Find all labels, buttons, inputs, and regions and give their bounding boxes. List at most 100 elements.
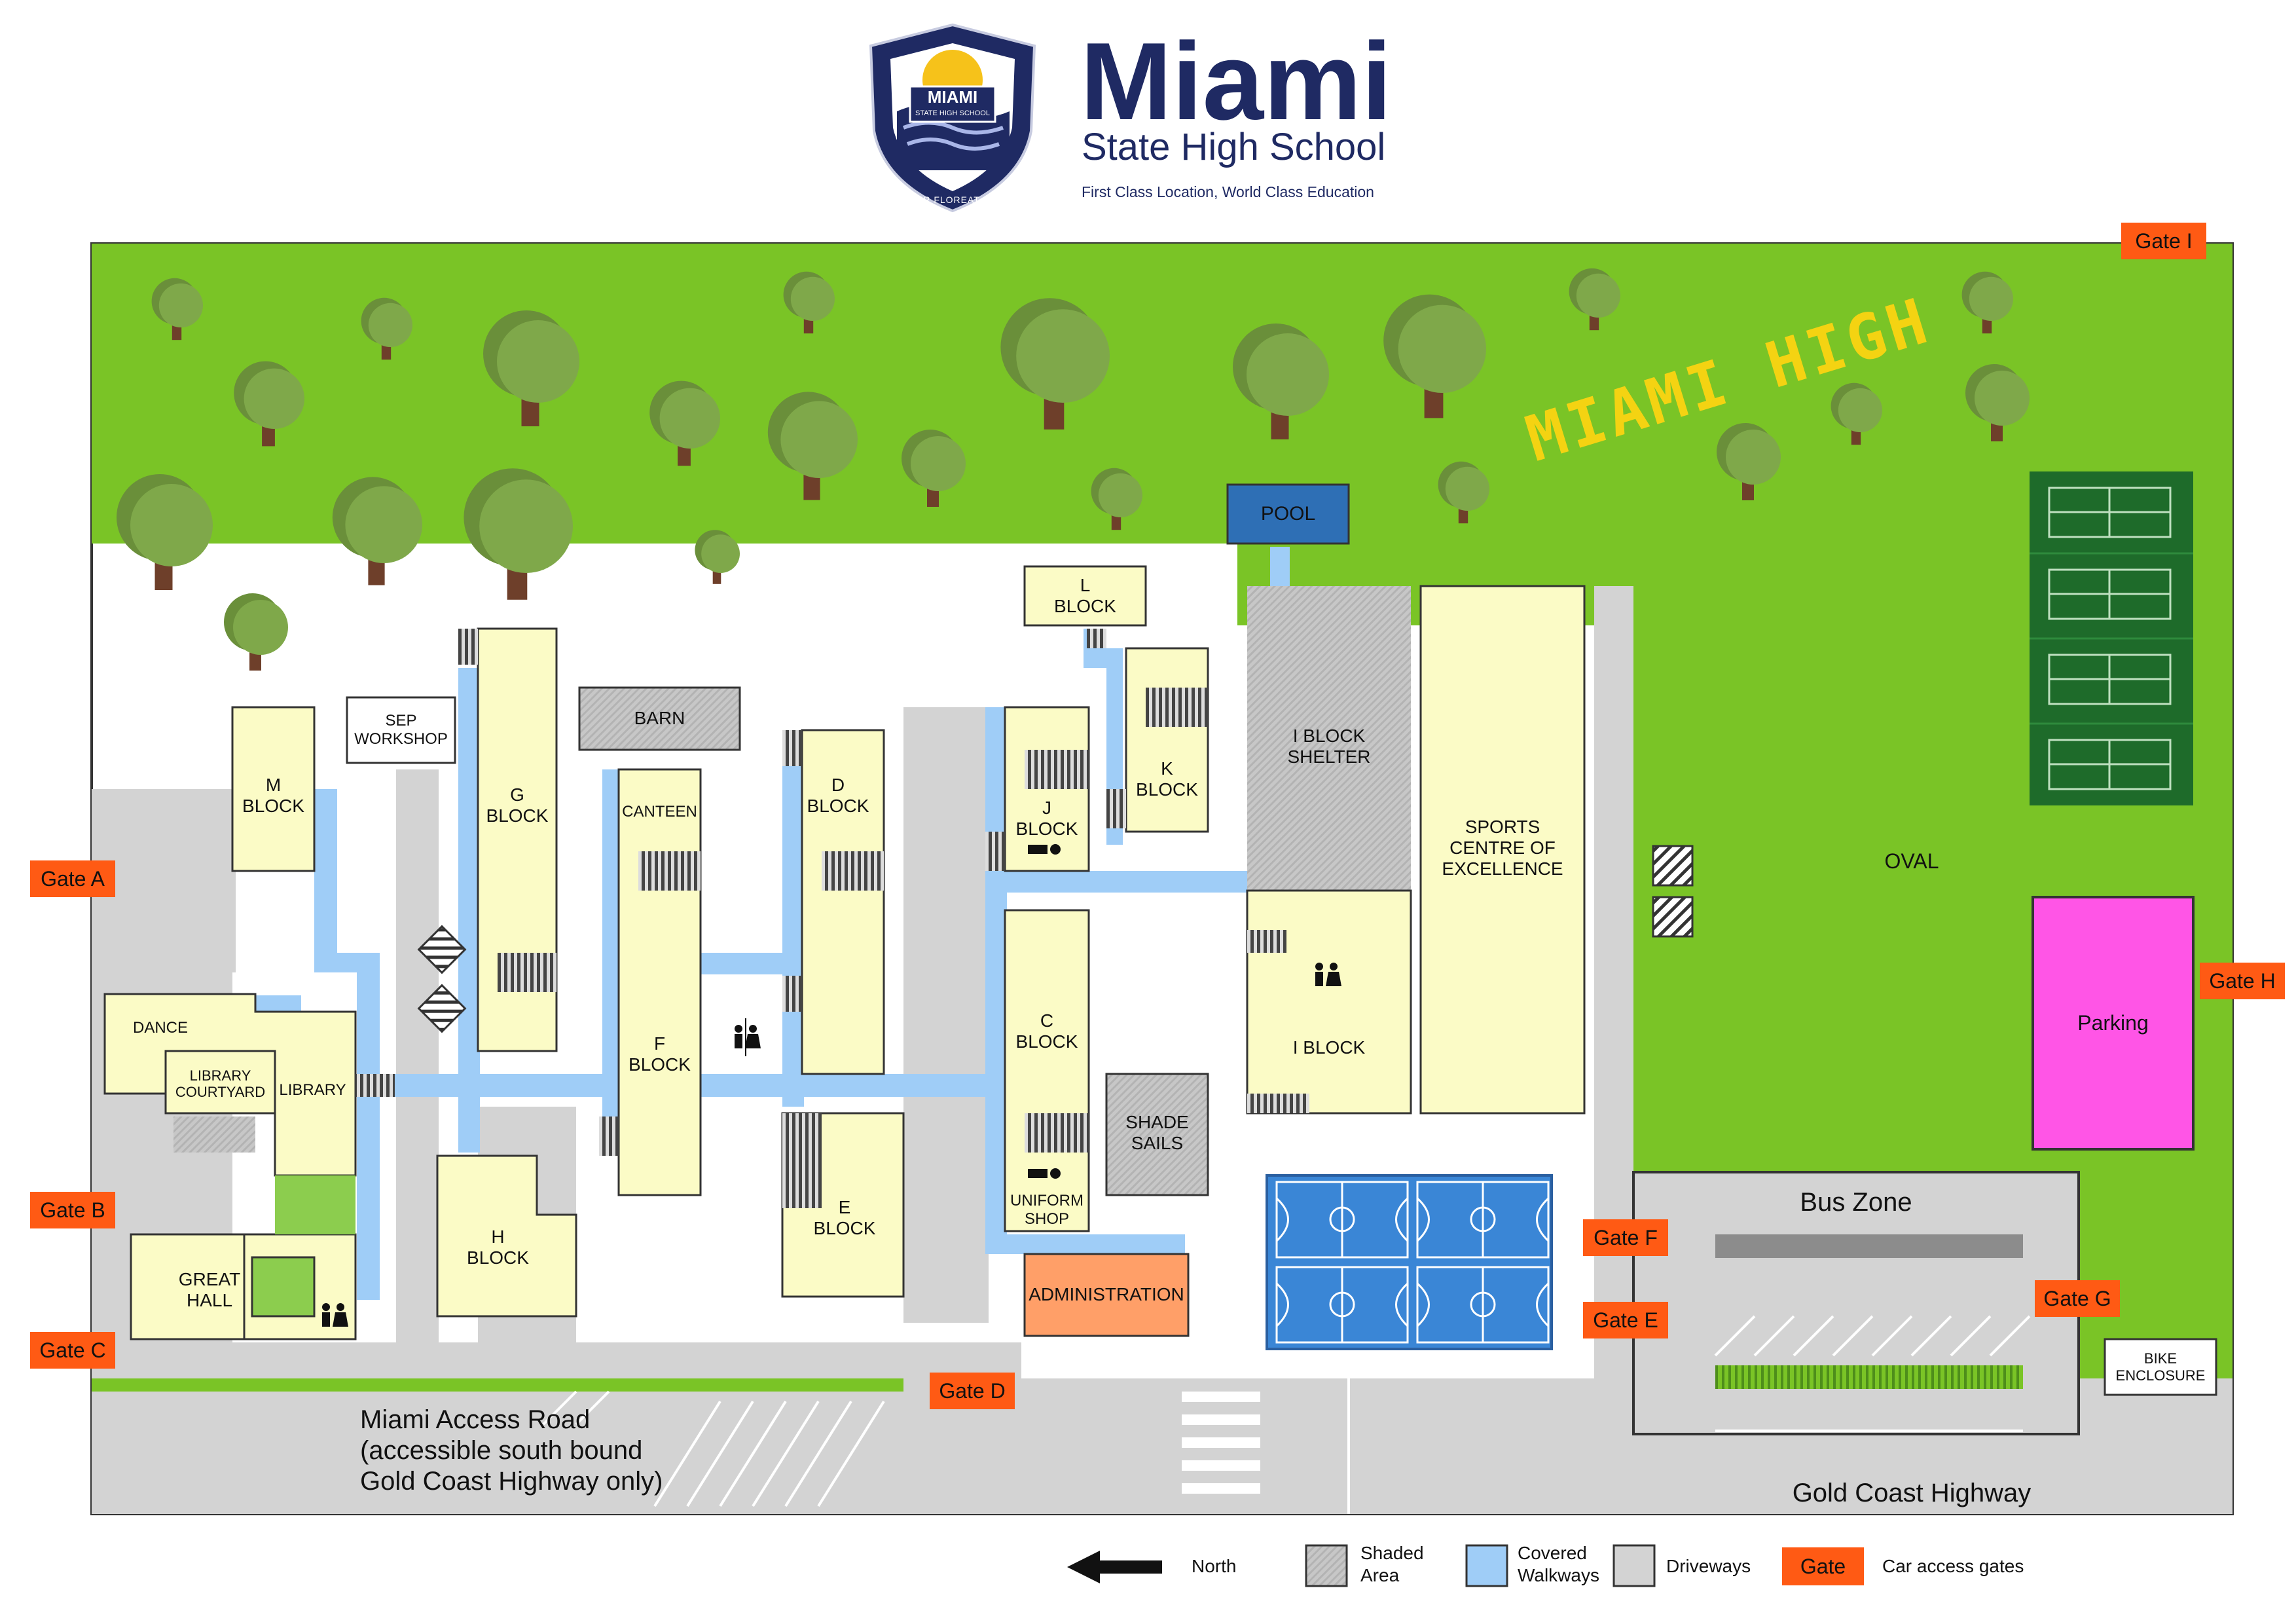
e-block-label[interactable]: E BLOCK bbox=[813, 1196, 876, 1238]
gate-c[interactable]: Gate C bbox=[30, 1332, 115, 1369]
m-block bbox=[231, 706, 316, 872]
pool-building bbox=[1226, 483, 1350, 545]
toilets-icon bbox=[322, 963, 1341, 1327]
driveway-west bbox=[92, 789, 236, 972]
sports-centre-label[interactable]: SPORTS CENTRE OF EXCELLENCE bbox=[1442, 816, 1563, 879]
k-block-label[interactable]: K BLOCK bbox=[1136, 758, 1198, 800]
i-block-label[interactable]: I BLOCK bbox=[1292, 1037, 1366, 1058]
gate-f[interactable]: Gate F bbox=[1583, 1219, 1668, 1256]
barn-shade bbox=[578, 686, 741, 751]
sports-centre bbox=[1419, 585, 1586, 1115]
basketball-courts bbox=[1266, 1174, 1553, 1350]
barn-label[interactable]: BARN bbox=[634, 708, 685, 729]
sep-workshop-label[interactable]: SEP WORKSHOP bbox=[354, 712, 448, 748]
hatch-marker-1 bbox=[1652, 845, 1694, 887]
administration-building bbox=[1023, 1253, 1190, 1337]
legend-gate-chip: Gate bbox=[1782, 1547, 1864, 1585]
green-strip-south bbox=[92, 1378, 903, 1392]
covered-walkways bbox=[249, 547, 1290, 1300]
library-courtyard-shade bbox=[173, 1116, 255, 1153]
canteen-label[interactable]: CANTEEN bbox=[622, 803, 697, 821]
north-arrow-icon bbox=[1067, 1551, 1162, 1583]
l-block bbox=[1023, 565, 1147, 627]
pool-label[interactable]: POOL bbox=[1260, 502, 1316, 525]
great-hall-green bbox=[251, 1256, 316, 1318]
shade-sails-area bbox=[1105, 1073, 1209, 1196]
legend-shaded-swatch bbox=[1305, 1544, 1348, 1587]
d-block bbox=[801, 729, 885, 1075]
school-crest: MIAMI STATE HIGH SCHOOL SEMPER FLOREAT C… bbox=[864, 20, 1041, 216]
j-block-label[interactable]: J BLOCK bbox=[1015, 797, 1078, 839]
gate-h[interactable]: Gate H bbox=[2200, 963, 2285, 999]
school-subname: State High School bbox=[1082, 126, 1386, 168]
driveway-6 bbox=[92, 1342, 1021, 1382]
legend-car-access-gates-label: Car access gates bbox=[1882, 1556, 2024, 1576]
c-block-label[interactable]: C BLOCK bbox=[1015, 1010, 1078, 1052]
m-block-label[interactable]: M BLOCK bbox=[242, 774, 304, 816]
school-tagline: First Class Location, World Class Educat… bbox=[1082, 183, 1374, 200]
miami-access-road-label: Miami Access Road (accessible south boun… bbox=[360, 1405, 663, 1496]
school-name: Miami bbox=[1080, 20, 1393, 143]
hatch-marker-3 bbox=[417, 925, 467, 974]
legend-walkway-swatch bbox=[1465, 1544, 1508, 1587]
bus-zone-label[interactable]: Bus Zone bbox=[1800, 1187, 1912, 1217]
i-block-shelter-area bbox=[1247, 586, 1411, 891]
bike-enclosure-box bbox=[2104, 1338, 2217, 1396]
legend-driveway-swatch bbox=[1613, 1544, 1656, 1587]
c-block bbox=[1004, 909, 1090, 1232]
l-block-label[interactable]: L BLOCK bbox=[1054, 574, 1116, 616]
driveway-1 bbox=[396, 769, 439, 1342]
bike-enclosure-label[interactable]: BIKE ENCLOSURE bbox=[2115, 1350, 2206, 1384]
legend-north-label: North bbox=[1192, 1556, 1237, 1576]
i-block bbox=[1246, 889, 1412, 1115]
buildings bbox=[103, 565, 1586, 1340]
bus-bay-bar bbox=[1715, 1234, 2023, 1258]
bus-green-strip bbox=[1715, 1365, 2023, 1389]
library-label[interactable]: LIBRARY bbox=[279, 1081, 346, 1099]
f-block-label[interactable]: F BLOCK bbox=[629, 1033, 691, 1075]
gate-d[interactable]: Gate D bbox=[930, 1373, 1015, 1409]
shade-sails-label[interactable]: SHADE SAILS bbox=[1125, 1111, 1189, 1153]
oval-label[interactable]: OVAL bbox=[1884, 849, 1939, 873]
pedestrian-crossing bbox=[1182, 1392, 1260, 1494]
hatch-marker-2 bbox=[1652, 896, 1694, 938]
crest-text-state-high-school: STATE HIGH SCHOOL bbox=[915, 109, 990, 117]
k-block bbox=[1125, 647, 1209, 833]
crest-text-miami: MIAMI bbox=[927, 87, 978, 107]
library-courtyard-label[interactable]: LIBRARY COURTYARD bbox=[175, 1067, 266, 1100]
legend-driveways-label: Driveways bbox=[1666, 1556, 1751, 1576]
uniform-shop-label[interactable]: UNIFORM SHOP bbox=[1010, 1191, 1084, 1228]
gate-e[interactable]: Gate E bbox=[1583, 1302, 1668, 1338]
parking-area bbox=[2032, 896, 2195, 1151]
g-block-label[interactable]: G BLOCK bbox=[486, 784, 549, 826]
grass-north bbox=[92, 244, 2232, 1434]
gate-g[interactable]: Gate G bbox=[2035, 1280, 2120, 1317]
crest-motto: SEMPER FLOREAT COSTA bbox=[888, 194, 1017, 205]
legend-graphics bbox=[1067, 1544, 1656, 1587]
parking-label[interactable]: Parking bbox=[2077, 1011, 2149, 1035]
canteen-f-block bbox=[617, 768, 702, 1196]
gate-b[interactable]: Gate B bbox=[30, 1192, 115, 1228]
stairs bbox=[355, 629, 1309, 1208]
legend-covered-walkways-label: Covered Walkways bbox=[1518, 1543, 1599, 1585]
gold-coast-highway-label: Gold Coast Highway bbox=[1792, 1479, 2032, 1507]
i-block-shelter-label[interactable]: I BLOCK SHELTER bbox=[1287, 725, 1371, 767]
library-green bbox=[275, 1175, 355, 1234]
gate-a[interactable]: Gate A bbox=[30, 860, 115, 897]
d-block-label[interactable]: D BLOCK bbox=[807, 774, 869, 816]
dance-label[interactable]: DANCE bbox=[132, 1019, 188, 1037]
driveway-3 bbox=[903, 707, 989, 1323]
gate-i[interactable]: Gate I bbox=[2121, 223, 2206, 259]
legend-shaded-area-label: Shaded Area bbox=[1360, 1543, 1424, 1585]
hatch-marker-4 bbox=[417, 984, 467, 1033]
sep-workshop bbox=[346, 696, 456, 764]
h-block bbox=[436, 1154, 577, 1318]
administration-label[interactable]: ADMINISTRATION bbox=[1029, 1284, 1184, 1305]
great-hall-label[interactable]: GREAT HALL bbox=[178, 1268, 241, 1310]
library-courtyard-box bbox=[164, 1050, 276, 1115]
h-block-label[interactable]: H BLOCK bbox=[467, 1226, 529, 1268]
driveway-5 bbox=[1594, 586, 1633, 1378]
tennis-courts bbox=[2030, 471, 2193, 805]
bus-zone-area bbox=[1632, 1171, 2080, 1435]
